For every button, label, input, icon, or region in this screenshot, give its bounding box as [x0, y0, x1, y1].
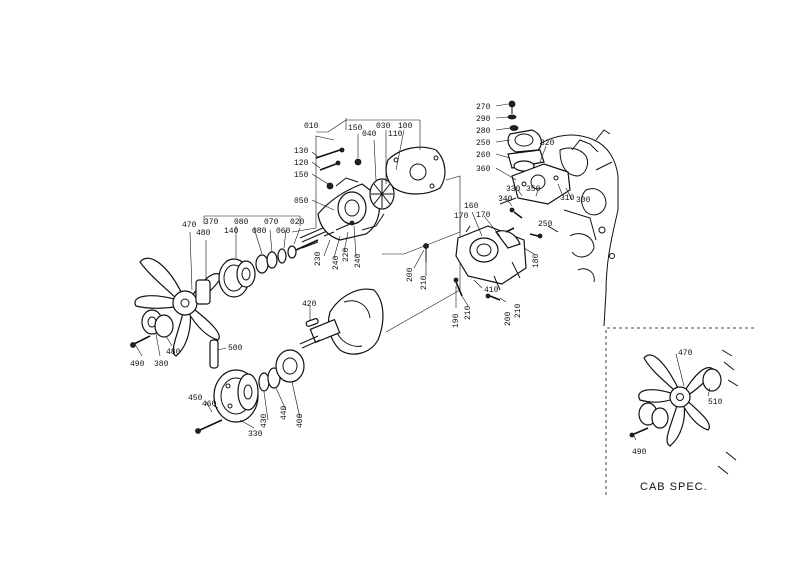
callout: 330: [506, 185, 521, 194]
pump-cover: [385, 146, 446, 195]
water-pump-housing: [317, 177, 385, 241]
fan-spacer: [141, 309, 174, 338]
pump-through-bolt: [301, 241, 319, 249]
cooling-fan: [134, 257, 223, 357]
callout: 470: [678, 349, 693, 358]
callout: 210: [514, 303, 523, 318]
callout: 010: [304, 122, 319, 131]
engine-block: [539, 129, 619, 327]
callout: 380: [154, 360, 169, 369]
callout: 320: [540, 139, 555, 148]
callout: 200: [406, 267, 415, 282]
callout: 100: [398, 122, 413, 131]
thermostat-bolts: [423, 227, 543, 301]
callout: 300: [576, 196, 591, 205]
callout: 030: [376, 122, 391, 131]
callout: 310: [560, 194, 575, 203]
callout: 160: [464, 202, 479, 211]
bearing-set: [255, 239, 319, 274]
callout: 110: [388, 130, 403, 139]
callout: 250: [476, 139, 491, 148]
inset-fan: [629, 349, 739, 475]
callout: 490: [130, 360, 145, 369]
callout: 070: [264, 218, 279, 227]
water-outlet-stack: [507, 100, 545, 172]
callout: 330: [248, 430, 263, 439]
callout: 240: [354, 253, 363, 268]
callout: 480: [166, 348, 181, 357]
callout: 440: [280, 405, 289, 420]
callout: 190: [452, 313, 461, 328]
callout: 240: [332, 255, 341, 270]
callout: 350: [526, 185, 541, 194]
callout: 200: [504, 311, 513, 326]
callout: 340: [498, 195, 513, 204]
callout: 370: [204, 218, 219, 227]
callout: 430: [260, 413, 269, 428]
callout: 120: [294, 159, 309, 168]
callout: 150: [294, 171, 309, 180]
callout: 230: [314, 251, 323, 266]
impeller: [369, 178, 395, 210]
callout: 130: [294, 147, 309, 156]
bolt-450: [195, 419, 223, 434]
callout: 220: [342, 247, 351, 262]
callout: 260: [476, 151, 491, 160]
woodruff-key: [305, 318, 319, 327]
callout: 360: [476, 165, 491, 174]
callout: 140: [224, 227, 239, 236]
callout: 410: [484, 286, 499, 295]
callout: 450: [188, 394, 203, 403]
callout: 290: [476, 115, 491, 124]
callout: 470: [182, 221, 197, 230]
thermostat-housing: [455, 225, 527, 291]
callout: 500: [228, 344, 243, 353]
callout: 180: [532, 253, 541, 268]
callout: 170: [454, 212, 469, 221]
callout: 490: [632, 448, 647, 457]
callout: 510: [708, 398, 723, 407]
thermostat-case: [499, 163, 571, 219]
callout: 060: [276, 227, 291, 236]
pin-500: [209, 339, 219, 369]
callout: 150: [348, 124, 363, 133]
callout: 210: [464, 305, 473, 320]
callout: 170: [476, 211, 491, 220]
callout: 460: [202, 400, 217, 409]
callout: 400: [296, 413, 305, 428]
callout: 280: [476, 127, 491, 136]
callout: 250: [538, 220, 553, 229]
inset-box: [605, 327, 755, 495]
callout: 270: [476, 103, 491, 112]
callout: 020: [290, 218, 305, 227]
callout: 420: [302, 300, 317, 309]
fan-pulley: [218, 258, 256, 298]
callout-labels: 010 100 110 030 040 150 130 120 150 050 …: [130, 103, 723, 457]
callout: 040: [362, 130, 377, 139]
bolt-490: [130, 335, 151, 348]
crankshaft-nose: [299, 288, 384, 355]
crank-gear: [275, 349, 305, 383]
crank-pulley: [213, 369, 259, 423]
callout: 050: [294, 197, 309, 206]
pump-bolts: [315, 147, 362, 237]
callout: 210: [420, 275, 429, 290]
inset-caption: CAB SPEC.: [640, 481, 708, 493]
callout: 080: [234, 218, 249, 227]
leader-lines: [135, 103, 711, 441]
callout: 480: [196, 229, 211, 238]
callout: 080: [252, 227, 267, 236]
